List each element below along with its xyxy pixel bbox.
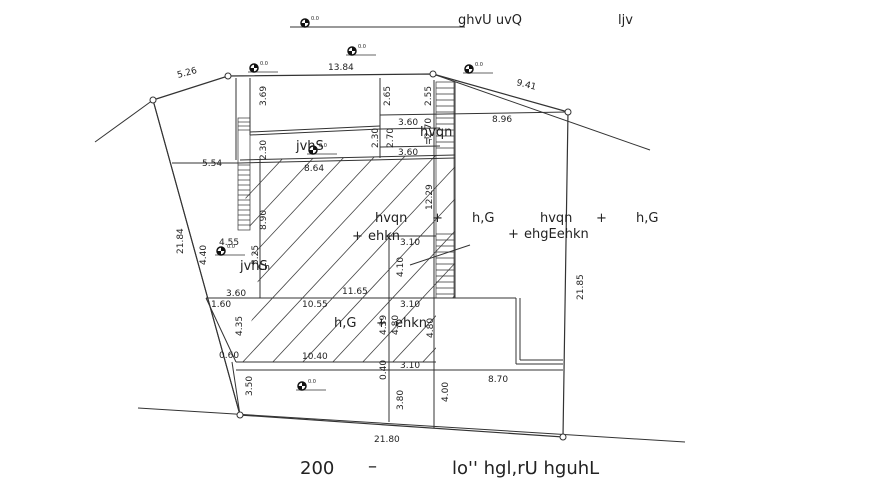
dim-label: 3.10 [400, 300, 420, 310]
room-label-right-plus2: + [508, 227, 519, 242]
dim-label: 4.00 [441, 382, 451, 402]
level-marker-icon: 0.0 [248, 61, 278, 73]
dim-label: 5.26 [176, 66, 198, 81]
room-label-stair: hvqn [420, 125, 452, 140]
corner-points [149, 70, 572, 441]
level-marker-icon: 0.0 [290, 16, 465, 28]
dim-label: 1.60 [211, 300, 231, 310]
dim-label: 2.30 [371, 128, 381, 148]
dim-label: 13.84 [328, 63, 354, 73]
level-marker-icon: 0.0 [307, 143, 337, 155]
dim-label: 2.55 [424, 86, 434, 106]
svg-text:0.0: 0.0 [475, 62, 483, 68]
room-label-bottom-sub: ehkn [395, 316, 427, 331]
dim-label: 4.55 [219, 238, 239, 248]
dim-label: 2.70 [386, 128, 396, 148]
room-label-center-plus2: + [352, 229, 363, 244]
dim-label: 8.90 [259, 210, 269, 230]
svg-text:0.0: 0.0 [227, 244, 235, 250]
room-label-top: jvhS [295, 139, 324, 154]
dim-label: 9.41 [515, 78, 537, 93]
dim-label: 21.80 [374, 435, 400, 445]
level-marker-icon: 0.0 [215, 244, 245, 256]
dim-label: 3.60 [226, 289, 246, 299]
room-label-right-hvqn: hvqn [540, 211, 572, 226]
dim-label: 3.69 [259, 86, 269, 106]
dim-label: 2.65 [383, 86, 393, 106]
level-markers: 0.0 0.0 0.0 0.0 0.0 0.0 [215, 16, 493, 391]
interior-walls [152, 78, 569, 428]
road-line-bottom [137, 407, 686, 443]
svg-text:0.0: 0.0 [260, 61, 268, 67]
dim-label: 21.85 [576, 274, 586, 300]
dim-label: 4.40 [199, 245, 209, 265]
dim-label: 3.80 [396, 390, 406, 410]
dimension-labels: 5.26 13.84 9.41 3.69 2.65 2.55 3.60 8.96… [176, 63, 586, 445]
level-marker-icon: 0.0 [346, 44, 376, 56]
room-label-center-hg: h,G [472, 211, 494, 226]
footer-text: lo'' hgl,rU hguhL [452, 458, 599, 479]
room-label-center-plus: + [432, 211, 443, 226]
svg-text:0.0: 0.0 [308, 379, 316, 385]
dim-label: 3.10 [400, 361, 420, 371]
svg-text:0.0: 0.0 [358, 44, 366, 50]
room-label-bottom-plus: + [376, 316, 387, 331]
level-marker-icon: 0.0 [296, 379, 326, 391]
room-label-stair-sub: Tr [423, 137, 432, 147]
dim-label: 8.70 [488, 375, 508, 385]
dim-label: 12.29 [425, 184, 435, 210]
dim-label: 3.10 [400, 238, 420, 248]
header-right-text: ljv [618, 13, 633, 28]
dim-label: 21.84 [176, 228, 186, 254]
dim-label: 4.80 [426, 318, 436, 338]
dim-label: 10.40 [302, 352, 328, 362]
dim-label: 0.40 [379, 360, 389, 380]
room-label-center-sub: ehkn [368, 229, 400, 244]
dim-label: 4.80 [391, 315, 401, 335]
dim-label: 0.60 [219, 351, 239, 361]
dim-label: 5.25 [251, 245, 261, 265]
header-left-text: ghvU uvQ [458, 13, 522, 28]
dim-label: 3.50 [245, 376, 255, 396]
room-label-right-sub: ehgEehkn [524, 227, 589, 242]
room-label-left-sub: Ch [258, 263, 270, 273]
hatched-area [236, 155, 455, 362]
svg-text:0.0: 0.0 [319, 143, 327, 149]
footer-dash: – [368, 456, 377, 477]
dim-label: 3.60 [398, 148, 418, 158]
level-marker-icon: 0.0 [463, 62, 493, 74]
road-line-left [94, 99, 154, 143]
dim-label: 5.54 [202, 159, 222, 169]
dim-label: 2.70 [424, 118, 434, 138]
dim-label: 11.65 [342, 287, 368, 297]
dim-label: 10.55 [302, 300, 328, 310]
room-label-bottom-hg: h,G [334, 316, 356, 331]
dim-label: 4.10 [396, 257, 406, 277]
svg-text:0.0: 0.0 [311, 16, 319, 22]
room-label-center-hvqn: hvqn [375, 211, 407, 226]
dim-label: 4.39 [379, 315, 389, 335]
dim-label: 8.96 [492, 115, 512, 125]
footer-number: 200 [300, 458, 334, 479]
stairs [237, 81, 455, 299]
room-label-right-plus: + [596, 211, 607, 226]
dim-label: 2.30 [259, 140, 269, 160]
room-label-right-hg: h,G [636, 211, 658, 226]
room-label-left: jvhS [239, 259, 268, 274]
dim-label: 4.35 [235, 316, 245, 336]
dim-label: 8.64 [304, 164, 324, 174]
dim-label: 3.60 [398, 118, 418, 128]
